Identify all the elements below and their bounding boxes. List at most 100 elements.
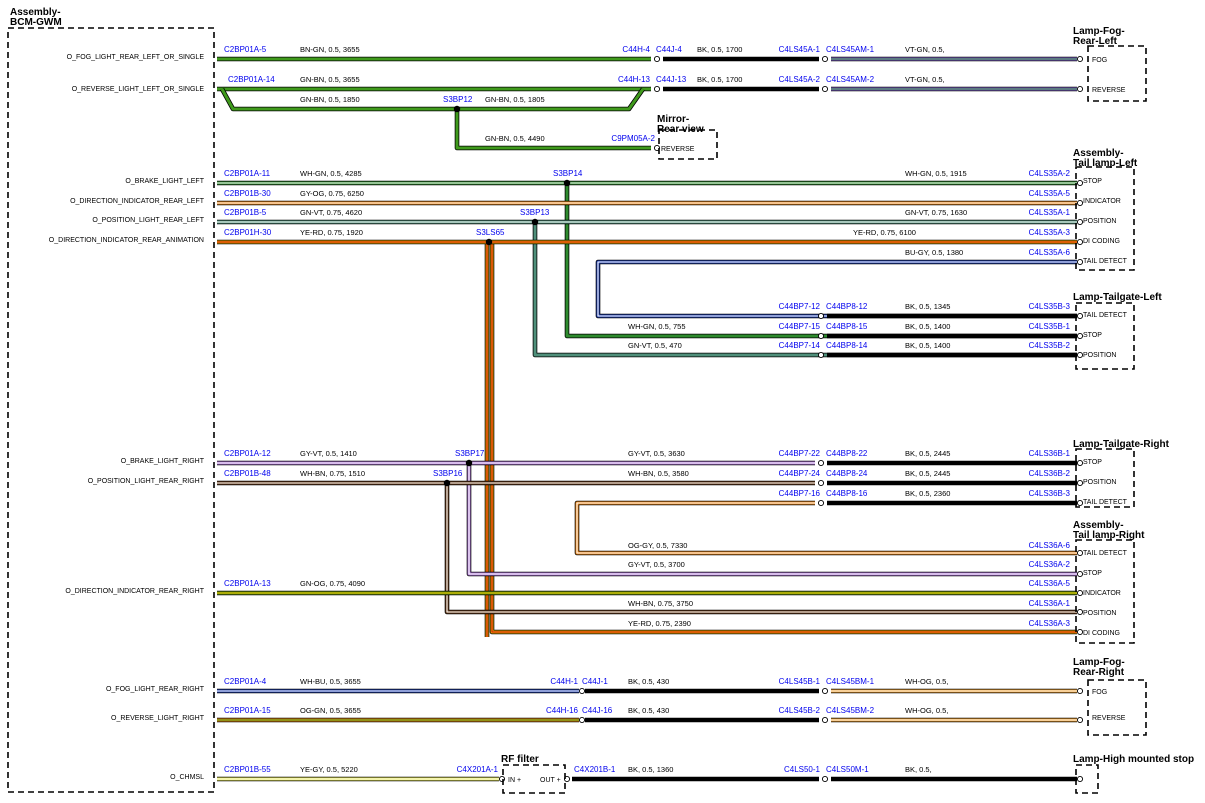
connector-pin-name: STOP — [1083, 178, 1102, 185]
pin-label: C4X201A-1 — [457, 765, 499, 774]
assembly-title: BCM-GWM — [10, 17, 62, 28]
terminal — [817, 351, 825, 359]
pin-label: C4LS35B-2 — [1029, 341, 1071, 350]
connector-box-layer — [7, 27, 1147, 794]
splice-node — [563, 179, 571, 187]
pin-label: C4LS36B-1 — [1029, 449, 1071, 458]
wire-spec-label: BK, 0.5, 1360 — [628, 765, 673, 774]
wire-spec-label: BK, 0.5, 2360 — [905, 489, 950, 498]
wire-spec-label: BK, 0.5, 430 — [628, 677, 669, 686]
pin-label: C4LS45A-1 — [779, 45, 821, 54]
wire-spec-label: BU-GY, 0.5, 1380 — [905, 248, 963, 257]
pin-label: C44H-1 — [550, 677, 578, 686]
assembly-title: RF filter — [501, 754, 539, 765]
connector-pin-name: STOP — [1083, 459, 1102, 466]
assembly-title: Rear view — [657, 124, 704, 135]
terminal — [653, 55, 661, 63]
connector-pin-name: FOG — [1092, 689, 1107, 696]
pin-label: C4LS36A-5 — [1029, 579, 1071, 588]
terminal — [1076, 55, 1084, 63]
terminal — [498, 775, 506, 783]
terminal — [1076, 608, 1084, 616]
assembly-title: Lamp-Fog- — [1073, 657, 1125, 668]
wire-spec-label: GN-BN, 0.5, 4490 — [485, 134, 545, 143]
connector-pin-name: OUT + — [540, 777, 561, 784]
pin-label: C44BP7-15 — [779, 322, 821, 331]
splice-node — [465, 459, 473, 467]
pin-label: C2BP01A-14 — [228, 75, 275, 84]
splice-node — [443, 479, 451, 487]
pin-label: C4LS45BM-2 — [826, 706, 875, 715]
wire-spec-label: GY-VT, 0.5, 1410 — [300, 449, 357, 458]
pin-label: C2BP01A-12 — [224, 449, 271, 458]
pin-label: C44J-4 — [656, 45, 682, 54]
assembly-title: Assembly- — [1073, 520, 1124, 531]
wire-spec-label: WH-BN, 0.75, 3750 — [628, 599, 693, 608]
wire-layer — [217, 55, 1084, 783]
wire-spec-label: WH-BN, 0.5, 3580 — [628, 469, 689, 478]
assembly-title: Lamp-Tailgate-Right — [1073, 439, 1170, 450]
pin-label: C4LS45AM-2 — [826, 75, 875, 84]
pin-label: C44J-16 — [582, 706, 613, 715]
terminal — [1076, 499, 1084, 507]
fog-right-connector-box — [1087, 679, 1147, 736]
wire-wh-gn-tailgate — [565, 183, 1077, 338]
wire-spec-label: GN-BN, 0.5, 1850 — [300, 95, 360, 104]
pin-label: C4LS45BM-1 — [826, 677, 875, 686]
terminal — [821, 687, 829, 695]
signal-label: O_DIRECTION_INDICATOR_REAR_LEFT — [70, 198, 205, 205]
terminal — [817, 499, 825, 507]
wire-spec-label: BK, 0.5, 1400 — [905, 341, 950, 350]
pin-label: C44BP7-14 — [779, 341, 821, 350]
wire-spec-label: WH-BN, 0.75, 1510 — [300, 469, 365, 478]
pin-label: C2BP01A-5 — [224, 45, 267, 54]
pin-label: C4LS50-1 — [784, 765, 821, 774]
wire-spec-label: YE-RD, 0.75, 6100 — [853, 228, 916, 237]
signal-label: O_POSITION_LIGHT_REAR_LEFT — [92, 217, 204, 224]
splice-label: S3BP16 — [433, 469, 463, 478]
terminal — [821, 716, 829, 724]
terminal — [817, 479, 825, 487]
pin-label: C4LS35A-2 — [1029, 169, 1071, 178]
terminal — [578, 716, 586, 724]
tail-left-connector-box — [1075, 166, 1135, 271]
connector-pin-name: REVERSE — [1092, 87, 1126, 94]
mirror-connector-box — [658, 129, 718, 160]
pin-label: C44BP7-12 — [779, 302, 821, 311]
wire-spec-label: GY-VT, 0.5, 3630 — [628, 449, 685, 458]
connector-pin-name: POSITION — [1083, 218, 1116, 225]
tailgate-right-connector-box — [1075, 448, 1135, 508]
pin-label: C44BP8-24 — [826, 469, 868, 478]
wire-spec-label: VT-GN, 0.5, — [905, 45, 945, 54]
wire-gy-vt-tail-outline — [466, 463, 1077, 577]
signal-label: O_FOG_LIGHT_REAR_LEFT_OR_SINGLE — [67, 54, 205, 61]
pin-label: C2BP01B-30 — [224, 189, 271, 198]
pin-label: C4LS45AM-1 — [826, 45, 875, 54]
wire-spec-label: GN-OG, 0.75, 4090 — [300, 579, 365, 588]
terminal — [1076, 549, 1084, 557]
wire-spec-label: GN-VT, 0.75, 4620 — [300, 208, 362, 217]
pin-label: C4X201B-1 — [574, 765, 616, 774]
assembly-title: Rear-Left — [1073, 36, 1118, 47]
wire-spec-label: BK, 0.5, 1400 — [905, 322, 950, 331]
wire-spec-label: BK, 0.5, 430 — [628, 706, 669, 715]
pin-label: C4LS36A-6 — [1029, 541, 1071, 550]
pin-label: C4LS45A-2 — [779, 75, 821, 84]
wire-spec-label: YE-RD, 0.75, 2390 — [628, 619, 691, 628]
pin-label: C44BP8-16 — [826, 489, 868, 498]
pin-label: C4LS35A-5 — [1029, 189, 1071, 198]
wire-spec-label: YE-RD, 0.75, 1920 — [300, 228, 363, 237]
connector-pin-name: IN + — [508, 777, 521, 784]
wire-spec-label: GY-OG, 0.75, 6250 — [300, 189, 364, 198]
pin-label: C2BP01A-4 — [224, 677, 267, 686]
splice-node — [453, 105, 461, 113]
wire-spec-label: VT-GN, 0.5, — [905, 75, 945, 84]
terminal — [817, 332, 825, 340]
splice-label: S3BP12 — [443, 95, 473, 104]
pin-label: C4LS35A-6 — [1029, 248, 1071, 257]
signal-label: O_FOG_LIGHT_REAR_RIGHT — [106, 686, 205, 693]
signal-label: O_BRAKE_LIGHT_RIGHT — [121, 458, 205, 465]
terminal — [1076, 85, 1084, 93]
assembly-title: Mirror- — [657, 114, 689, 125]
